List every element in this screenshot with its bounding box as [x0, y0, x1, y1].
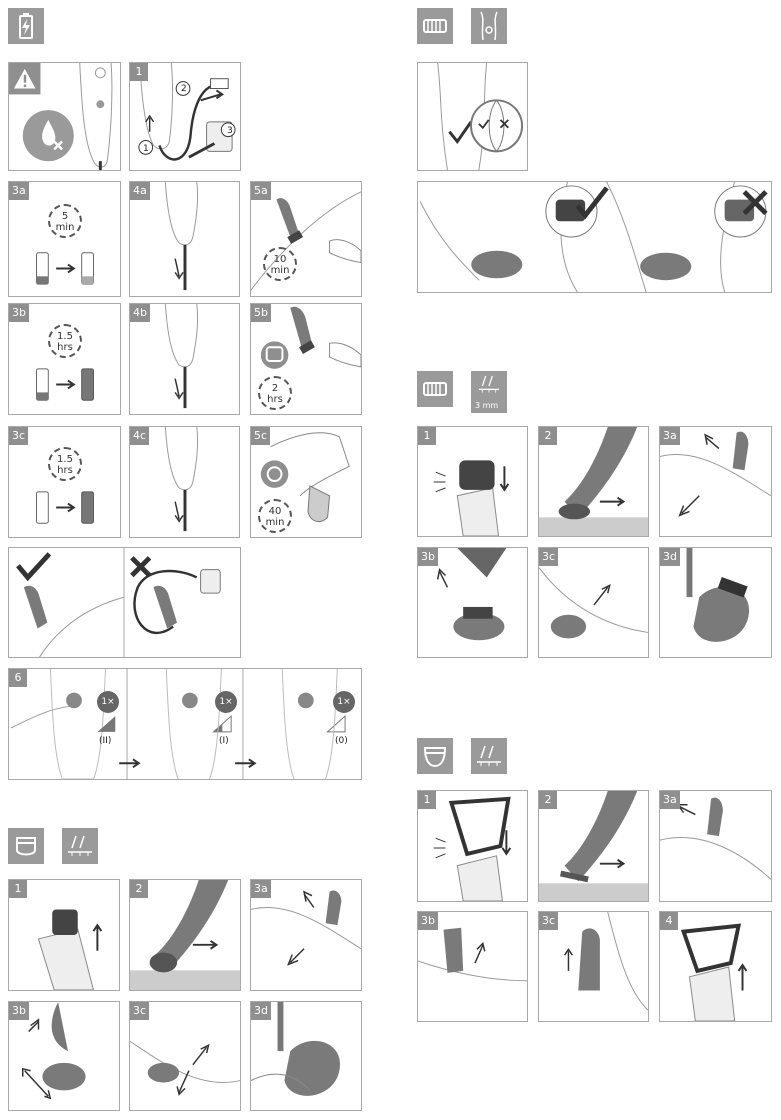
shaver-step-3c-panel: 3c: [129, 1001, 241, 1111]
step-number: 3c: [539, 548, 559, 566]
step-number: 5a: [251, 182, 271, 200]
shaver-step-3a-panel: 3a: [250, 879, 362, 991]
foil-step-3b-panel: 3b: [417, 911, 528, 1022]
step-number: 2: [539, 791, 557, 809]
trimmer-step-3a-panel: 3a: [659, 426, 772, 537]
shaver-step-3b-panel: 3b: [8, 1001, 120, 1111]
step-number: 4c: [130, 427, 150, 445]
hair-length-icon: [62, 828, 98, 864]
step-number: 4a: [130, 182, 150, 200]
battery-charge-icon: [8, 8, 44, 44]
bikini-area-panel: [417, 62, 528, 171]
cross-icon: [130, 556, 152, 578]
step-number: 3c: [539, 912, 559, 930]
step-number: 1: [130, 63, 148, 81]
step-number: 5c: [251, 427, 271, 445]
trimmer-step-1-panel: 1: [417, 426, 528, 537]
step-number: 3d: [251, 1002, 271, 1020]
step-number: 4: [660, 912, 678, 930]
hair-length-icon: 3 mm: [471, 371, 507, 413]
step-number: 2: [539, 427, 557, 445]
step-number: 3d: [660, 548, 680, 566]
speed-label: (0): [335, 736, 348, 746]
step-4b-panel: 4b: [129, 303, 240, 415]
callout-1: 1: [143, 144, 149, 154]
shaver-step-2-panel: 2: [129, 879, 241, 991]
shaver-head-icon: [8, 828, 44, 864]
trimmer-comb-icon: [417, 8, 453, 44]
step-number: 3a: [660, 791, 680, 809]
step-number: 3a: [660, 427, 680, 445]
step-number: 1: [418, 791, 436, 809]
step-number: 3a: [9, 182, 29, 200]
shaver-step-3d-panel: 3d: [250, 1001, 362, 1111]
step-number: 3c: [9, 427, 29, 445]
warning-panel: [8, 62, 121, 171]
warning-icon: [9, 63, 41, 95]
use-with-without-cord-panel: [8, 547, 241, 658]
callout-2: 2: [181, 84, 187, 94]
step-6-speed-panel: 6 1× 1× 1× (II) (I) (0): [8, 668, 362, 780]
press-once-badge: 1×: [215, 691, 237, 713]
step-1-charging-panel: 1 1 2 3: [129, 62, 241, 171]
step-number: 6: [9, 669, 27, 687]
foil-step-1-panel: 1: [417, 790, 528, 902]
speed-label: (II): [99, 736, 112, 746]
step-number: 3b: [9, 1002, 29, 1020]
step-number: 5b: [251, 304, 271, 322]
foil-step-2-panel: 2: [538, 790, 649, 902]
bikini-area-icon: [471, 8, 507, 44]
step-4a-panel: 4a: [129, 181, 240, 297]
trimmer-step-3d-panel: 3d: [659, 547, 772, 658]
step-number: 3b: [418, 912, 438, 930]
callout-3: 3: [227, 126, 233, 136]
foil-step-3c-panel: 3c: [538, 911, 649, 1022]
step-number: 4b: [130, 304, 150, 322]
step-number: 1: [418, 427, 436, 445]
trimmer-step-3b-panel: 3b: [417, 547, 528, 658]
speed-label: (I): [219, 736, 229, 746]
shaver-step-1-panel: 1: [8, 879, 120, 991]
step-number: 1: [9, 880, 27, 898]
foil-step-4-panel: 4: [659, 911, 772, 1022]
step-number: 3c: [130, 1002, 150, 1020]
hair-length-icon: [471, 738, 507, 774]
check-icon: [16, 552, 52, 582]
trimmer-step-3c-panel: 3c: [538, 547, 649, 658]
step-number: 3a: [251, 880, 271, 898]
step-4c-panel: 4c: [129, 426, 240, 538]
trimmer-step-2-panel: 2: [538, 426, 649, 537]
step-number: 3b: [9, 304, 29, 322]
foil-step-3a-panel: 3a: [659, 790, 772, 902]
shaver-head-icon: [417, 738, 453, 774]
press-once-badge: 1×: [333, 691, 355, 713]
bikini-trim-check-panel: [417, 181, 772, 293]
no-water-icon: [22, 110, 74, 162]
step-number: 3b: [418, 548, 438, 566]
press-once-badge: 1×: [97, 691, 119, 713]
trimmer-comb-icon: [417, 371, 453, 407]
step-number: 2: [130, 880, 148, 898]
comb-length-label: 3 mm: [475, 401, 499, 410]
shaver-head-icon: [260, 341, 289, 369]
